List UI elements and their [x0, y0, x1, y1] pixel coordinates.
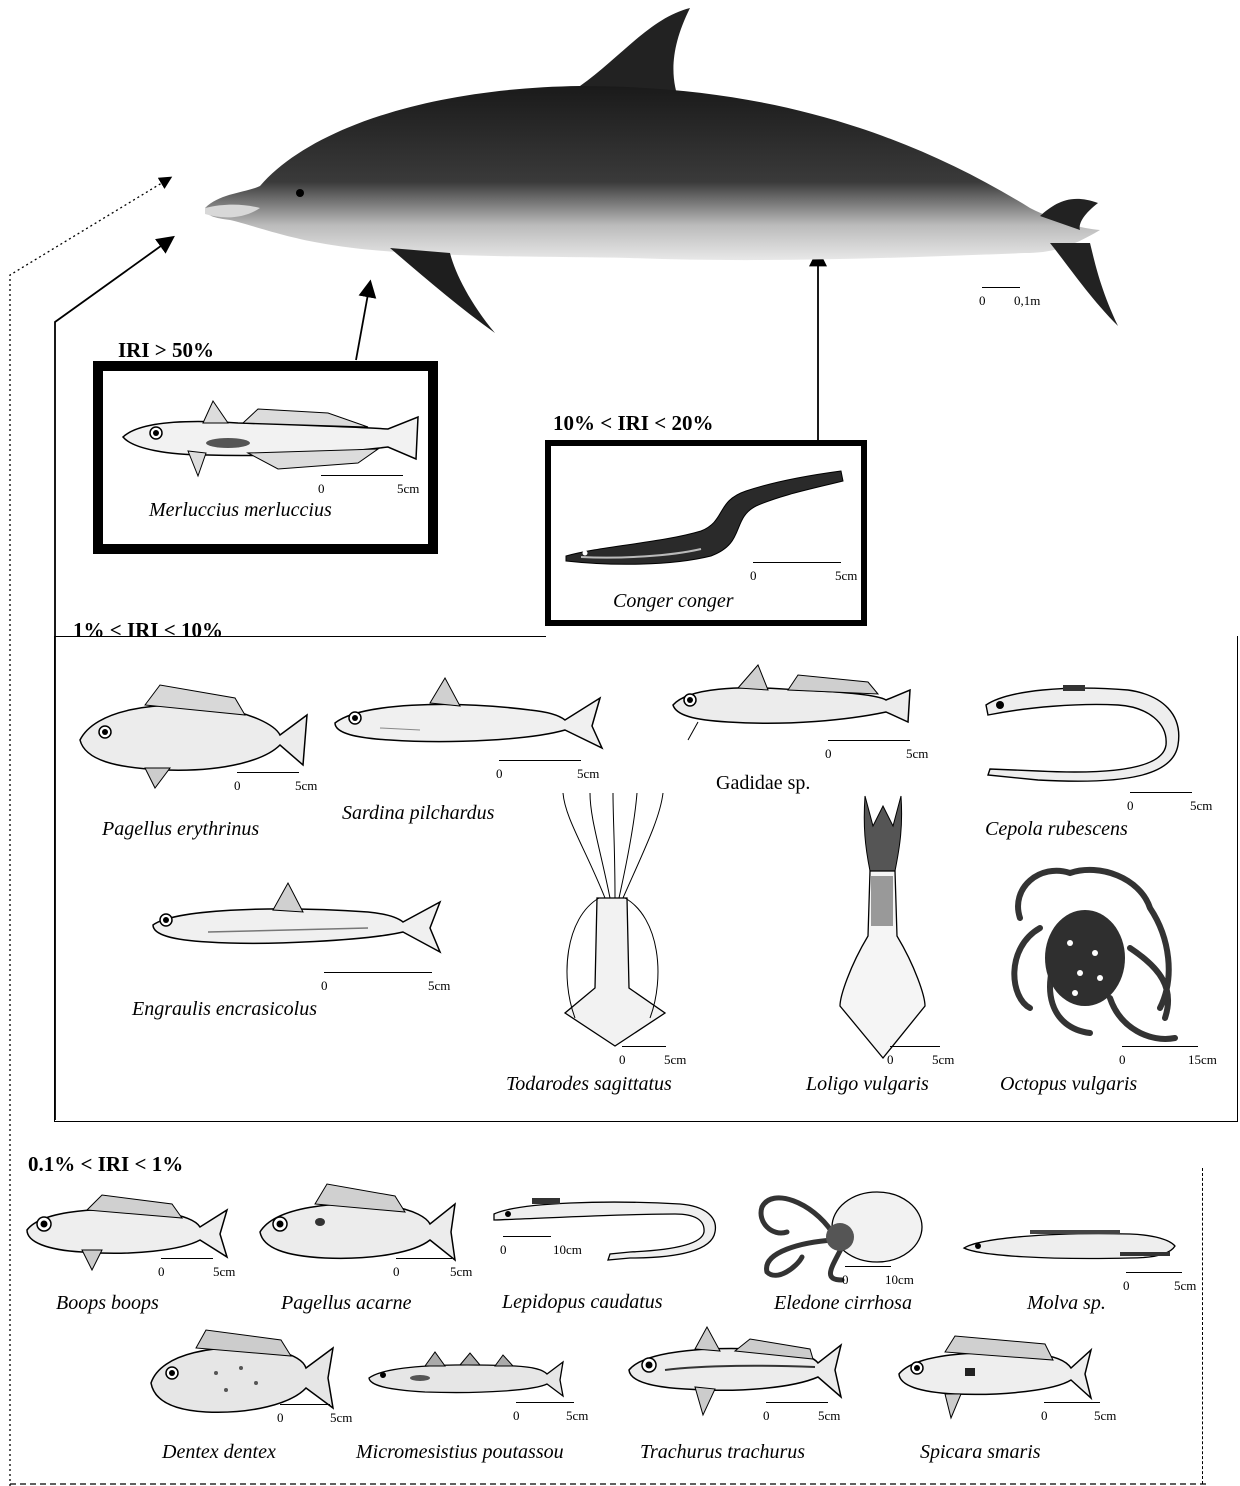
squid-icon [835, 786, 930, 1058]
species-name: Cepola rubescens [985, 818, 1128, 841]
tier3-label: 1% < IRI < 10% [73, 618, 223, 636]
scale-zero: 0 [979, 293, 986, 309]
anchovy-icon [148, 880, 443, 970]
species-name: Micromesistius poutassou [356, 1441, 564, 1464]
species-name: Boops boops [56, 1292, 159, 1315]
ling-icon [960, 1222, 1180, 1267]
cod-icon [668, 660, 913, 750]
species-name: Lepidopus caudatus [502, 1291, 663, 1314]
hake-icon [118, 391, 418, 481]
scale-unit: 0,1m [1014, 293, 1040, 309]
bogue-icon [22, 1192, 230, 1272]
species-name: Sardina pilchardus [342, 802, 494, 825]
dolphin-illustration [200, 8, 1120, 338]
species-name: Pagellus erythrinus [102, 818, 259, 841]
species-name: Trachurus trachurus [640, 1441, 805, 1464]
species-name: Molva sp. [1027, 1292, 1106, 1315]
mackerel-icon [625, 1325, 843, 1420]
species-name: Conger conger [613, 590, 734, 613]
octopus-icon [752, 1182, 927, 1282]
seabream-icon [75, 680, 310, 790]
species-name: Pagellus acarne [281, 1292, 412, 1315]
picarel-icon [895, 1332, 1093, 1422]
species-name: Engraulis encrasicolus [132, 998, 317, 1021]
species-name: Todarodes sagittatus [506, 1073, 672, 1096]
tier2-box: 0 5cm Conger conger [545, 440, 867, 626]
octopus-icon [1000, 858, 1180, 1053]
tier4-right-edge [1202, 1168, 1203, 1484]
tier1-box: 0 5cm Merluccius merluccius [93, 361, 438, 554]
species-name: Gadidae sp. [716, 772, 810, 795]
seabream-icon [255, 1182, 458, 1277]
tier4-label: 0.1% < IRI < 1% [28, 1152, 183, 1172]
species-name: Eledone cirrhosa [774, 1292, 912, 1315]
scabbardfish-icon [490, 1192, 720, 1264]
species-name: Spicara smaris [920, 1441, 1041, 1464]
conger-eel-icon [561, 461, 846, 571]
sardine-icon [330, 678, 605, 768]
flying-squid-icon [555, 788, 670, 1050]
bandfish-icon [978, 675, 1188, 795]
species-name: Octopus vulgaris [1000, 1073, 1137, 1096]
species-name: Dentex dentex [162, 1441, 276, 1464]
tier2-label: 10% < IRI < 20% [553, 411, 713, 436]
dentex-icon [146, 1328, 336, 1428]
whiting-icon [365, 1348, 565, 1408]
species-name: Merluccius merluccius [149, 499, 332, 522]
tier1-label: IRI > 50% [118, 338, 214, 363]
species-name: Loligo vulgaris [806, 1073, 929, 1096]
